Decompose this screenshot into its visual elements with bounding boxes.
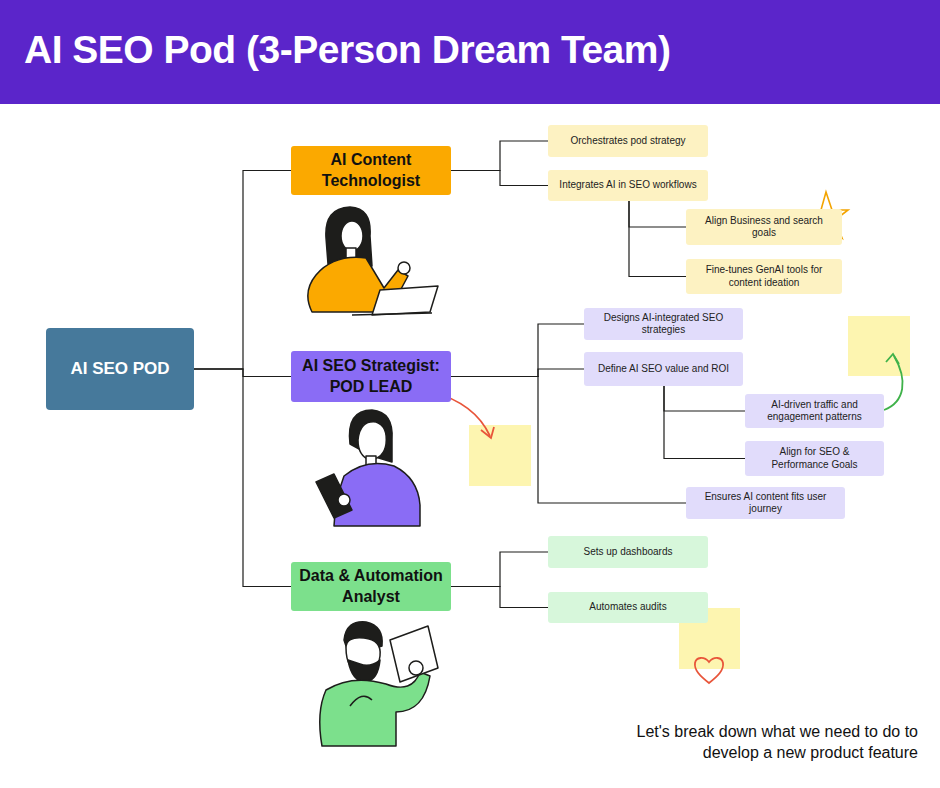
text-group: Sets up dashboards [584,546,673,559]
connector-line [629,201,686,277]
task-box: Align Business and search goals [686,209,842,245]
connector-line [664,386,745,411]
node-text: Fine-tunes GenAI tools for content ideat… [692,264,836,289]
connector-line [451,377,686,504]
task-box: Designs AI-integrated SEO strategies [584,308,743,340]
node-text: Define AI SEO value and ROI [598,363,729,376]
text-group: Align for SEO & Performance Goals [751,446,878,471]
text-group: AI-driven traffic and engagement pattern… [751,399,878,424]
text-group: AI SEO Strategist: POD LEAD [295,356,447,398]
connector-line [451,587,548,608]
text-group: AI Content Technologist [295,150,447,192]
connector-line [451,141,548,171]
role-box: Data & Automation Analyst [291,562,451,611]
node-text: AI-driven traffic and engagement pattern… [751,399,878,424]
doodle-arrowhead [886,354,899,364]
role-box: AI Content Technologist [291,146,451,195]
task-box: Automates audits [548,592,708,623]
text-group: Automates audits [589,601,666,614]
connector-line [451,552,548,587]
doodle-arrow [884,356,903,410]
connector-line [451,369,584,377]
task-box: Fine-tunes GenAI tools for content ideat… [686,259,842,294]
sticky-note [848,316,910,376]
task-box: Ensures AI content fits user journey [686,487,845,519]
connector-line [629,201,686,227]
node-text: Sets up dashboards [584,546,673,559]
doodle-arrowhead [481,427,494,438]
person-illustration [316,410,420,526]
node-text: AI SEO Strategist: POD LEAD [295,356,447,398]
connector-line [451,171,548,186]
text-group: Data & Automation Analyst [295,566,447,608]
task-box: Sets up dashboards [548,536,708,568]
text-group: Fine-tunes GenAI tools for content ideat… [692,264,836,289]
sticky-note [469,425,531,486]
diagram-title: AI SEO Pod (3-Person Dream Team) [24,28,670,72]
note-text: Let's break down what we need to do to d… [600,722,918,764]
heart-doodle [695,658,723,683]
text-group: Designs AI-integrated SEO strategies [590,312,737,337]
task-box: Orchestrates pod strategy [548,125,708,157]
node-text: Automates audits [589,601,666,614]
connector-line [194,369,291,587]
text-group: AI SEO POD [70,359,169,379]
node-text: Align Business and search goals [692,215,836,240]
text-group: Align Business and search goals [692,215,836,240]
node-text: Designs AI-integrated SEO strategies [590,312,737,337]
text-group: Ensures AI content fits user journey [692,491,839,516]
task-box: Align for SEO & Performance Goals [745,441,884,476]
person-illustration [308,207,438,315]
node-text: Align for SEO & Performance Goals [751,446,878,471]
node-text: Ensures AI content fits user journey [692,491,839,516]
connector-line [664,386,745,459]
node-text: Data & Automation Analyst [295,566,447,608]
task-box: Integrates AI in SEO workflows [548,170,708,201]
connector-line [451,324,584,377]
node-text: AI SEO POD [70,359,169,379]
role-box: AI SEO Strategist: POD LEAD [291,351,451,402]
connector-line [194,171,291,370]
person-illustration [320,622,438,746]
text-group: Orchestrates pod strategy [570,135,685,148]
root-box: AI SEO POD [46,328,194,410]
node-text: Orchestrates pod strategy [570,135,685,148]
text-group: Define AI SEO value and ROI [598,363,729,376]
task-box: Define AI SEO value and ROI [584,352,743,386]
node-text: AI Content Technologist [295,150,447,192]
task-box: AI-driven traffic and engagement pattern… [745,394,884,428]
node-text: Integrates AI in SEO workflows [559,179,696,192]
text-group: Integrates AI in SEO workflows [559,179,696,192]
title-band [0,0,940,104]
